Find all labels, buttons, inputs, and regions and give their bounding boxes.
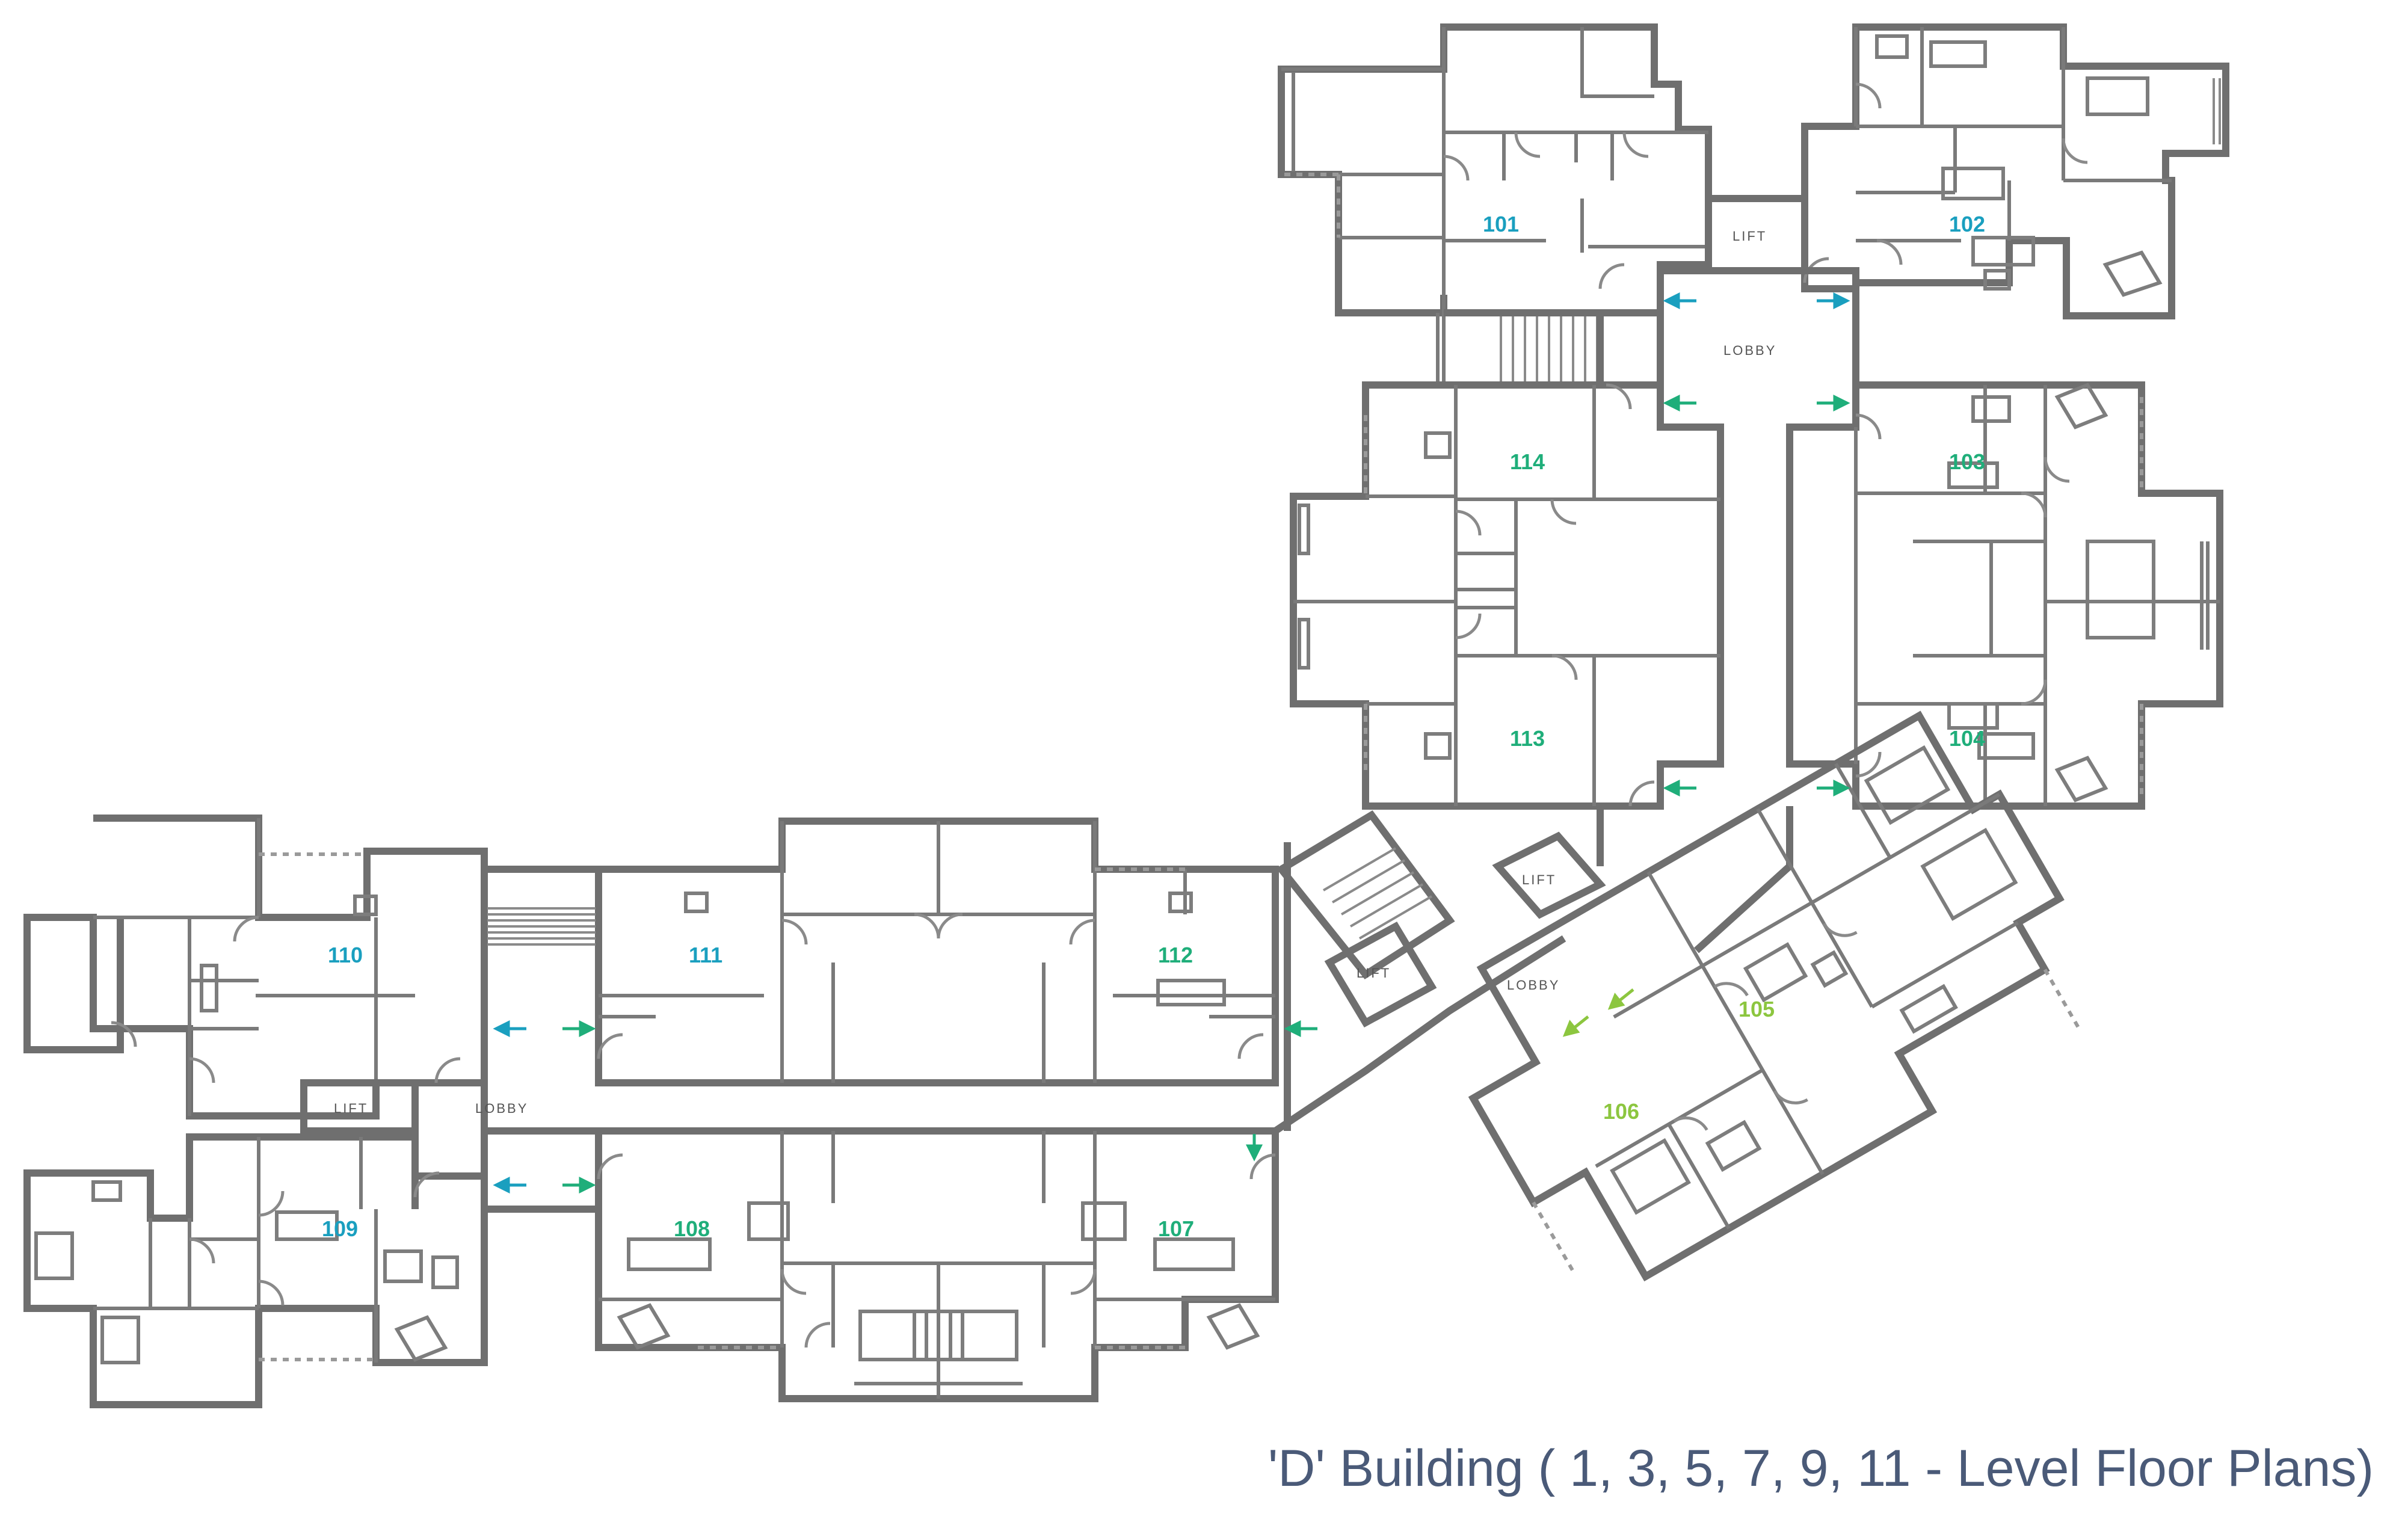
unit-label-110: 110 <box>328 943 363 967</box>
arrow-106 <box>1562 1015 1589 1037</box>
entry-arrows <box>493 292 1850 1194</box>
unit-label-106: 106 <box>1603 1099 1639 1124</box>
unit-label-102: 102 <box>1949 212 1985 236</box>
arrow-104 <box>1817 779 1850 797</box>
unit-labels: 101 102 103 104 105 106 107 108 109 110 … <box>322 212 1985 1241</box>
arrow-114 <box>1663 394 1696 412</box>
lift-label-north: LIFT <box>1732 229 1767 244</box>
unit-110-walls <box>23 815 488 1120</box>
unit-label-114: 114 <box>1510 449 1545 474</box>
unit-label-103: 103 <box>1949 449 1985 474</box>
arrow-110 <box>493 1020 526 1038</box>
unit-101-walls <box>1278 23 1712 316</box>
arrow-101 <box>1663 292 1696 310</box>
arrow-105 <box>1607 988 1634 1010</box>
arrow-102 <box>1817 292 1850 310</box>
unit-label-109: 109 <box>322 1216 358 1241</box>
unit-label-111: 111 <box>689 943 722 967</box>
unit-108-107-walls <box>595 1127 1279 1402</box>
unit-105-106-walls <box>1468 710 2080 1282</box>
arrow-103 <box>1817 394 1850 412</box>
north-core <box>1436 195 1859 391</box>
lobby-label-west: LOBBY <box>475 1101 528 1116</box>
lift-label-west: LIFT <box>334 1101 368 1116</box>
lift-label-mid-a: LIFT <box>1522 872 1556 887</box>
arrow-108 <box>562 1176 596 1194</box>
lobby-label-mid: LOBBY <box>1507 978 1560 993</box>
core-labels: LIFT LOBBY LIFT LIFT LOBBY LIFT LOBBY <box>334 229 1776 1116</box>
unit-label-112: 112 <box>1158 943 1193 967</box>
unit-109-walls <box>23 1133 488 1408</box>
unit-label-104: 104 <box>1949 726 1985 751</box>
unit-114-113-walls <box>1290 381 1724 810</box>
arrow-112 <box>1284 1020 1317 1038</box>
lift-label-mid-b: LIFT <box>1357 966 1391 981</box>
arrow-109 <box>493 1176 526 1194</box>
unit-111-112-walls <box>595 818 1279 1086</box>
arrow-111 <box>562 1020 596 1038</box>
west-core <box>300 851 599 1213</box>
unit-label-105: 105 <box>1739 997 1775 1021</box>
unit-103-104-walls <box>1786 381 2223 810</box>
arrow-107 <box>1245 1134 1263 1162</box>
unit-102-walls <box>1801 23 2229 319</box>
floor-plan-caption: 'D' Building ( 1, 3, 5, 7, 9, 11 - Level… <box>1267 1440 2374 1497</box>
unit-label-113: 113 <box>1510 726 1545 751</box>
central-core <box>1273 806 1793 1134</box>
arrow-113 <box>1663 779 1696 797</box>
unit-label-108: 108 <box>674 1216 710 1241</box>
unit-label-101: 101 <box>1483 212 1519 236</box>
unit-label-107: 107 <box>1158 1216 1194 1241</box>
lobby-label-north: LOBBY <box>1723 343 1776 358</box>
